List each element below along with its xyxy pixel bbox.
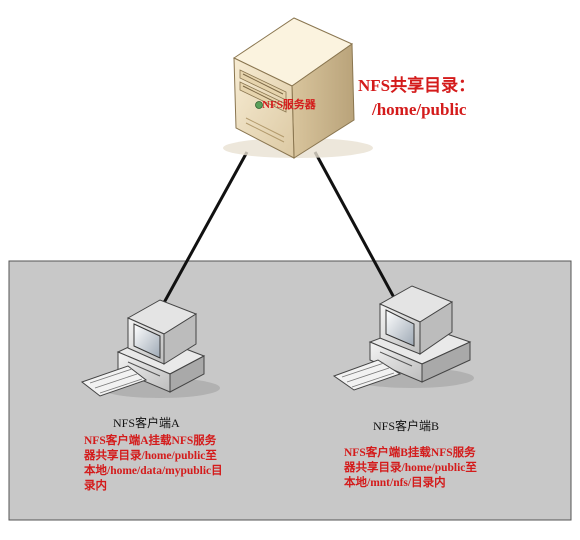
server-tower-icon	[232, 17, 355, 159]
share-directory-path: /home/public	[372, 100, 467, 119]
link-server-to-client-a	[158, 151, 249, 311]
client-a-description: NFS客户端A挂载NFS服务 器共享目录/home/public至 本地/hom…	[84, 435, 223, 492]
server-share-annotation: NFS共享目录： /home/public	[358, 74, 475, 122]
client-a-name: NFS客户端A	[113, 416, 180, 430]
client-b-description: NFS客户端B挂载NFS服务 器共享目录/home/public至 本地/mnt…	[344, 447, 477, 489]
server-label: NFS服务器	[262, 99, 316, 111]
client-b-name: NFS客户端B	[373, 419, 440, 433]
share-directory-title: NFS共享目录：	[358, 76, 476, 95]
client-a-computer-icon	[80, 299, 220, 398]
client-b-computer-icon	[332, 285, 474, 391]
link-server-to-client-b	[313, 151, 400, 306]
